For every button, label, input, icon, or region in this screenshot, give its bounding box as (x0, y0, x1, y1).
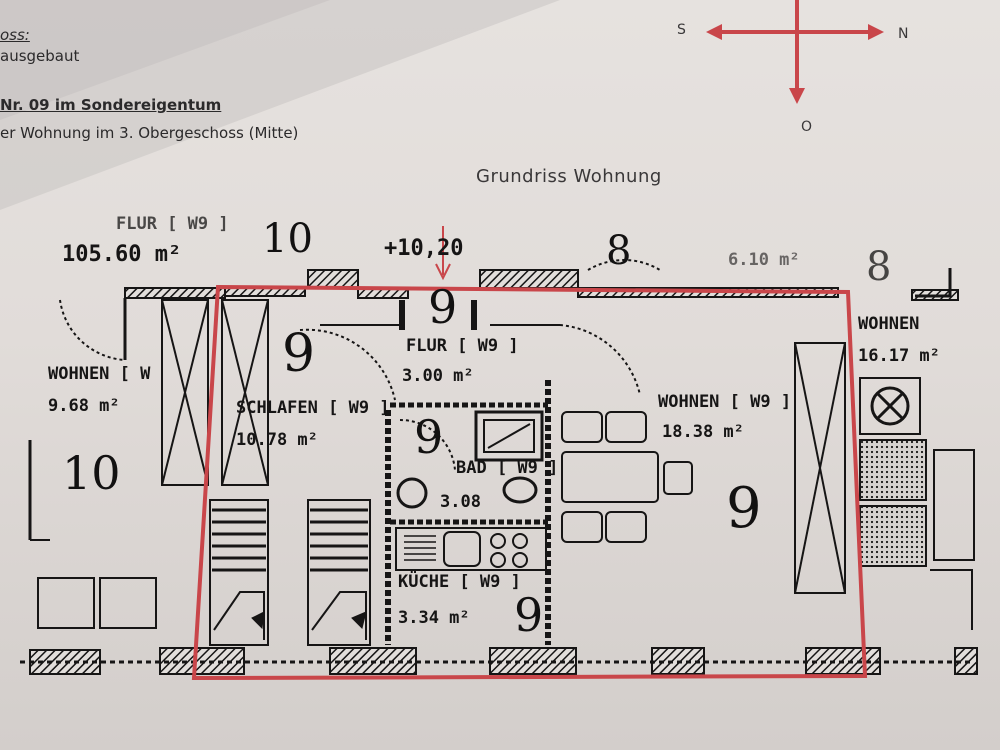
hand-nine-kueche: 9 (514, 588, 544, 642)
hand-nine-bad: 9 (414, 410, 444, 464)
hand-eight-top: 8 (606, 228, 632, 274)
label-kueche-area: 3.34 m² (398, 608, 470, 628)
label-schlafen: SCHLAFEN [ W9 ] (236, 398, 390, 418)
hand-nine-flur: 9 (428, 280, 458, 334)
hand-eight-right: 8 (866, 244, 892, 290)
hand-nine-schlafen: 9 (282, 324, 316, 384)
label-wohnen-right-area: 16.17 m² (858, 346, 940, 366)
highlight-outline (191, 284, 868, 681)
label-flur-top: FLUR [ W9 ] (116, 214, 229, 234)
compass-east: O (801, 119, 813, 135)
hand-ten-top: 10 (262, 216, 313, 262)
label-wohnen-main-area: 18.38 m² (662, 422, 744, 442)
label-bad: BAD [ W9 ] (456, 458, 559, 478)
label-flur: FLUR [ W9 ] (406, 336, 519, 356)
label-wohnen-main: WOHNEN [ W9 ] (658, 392, 792, 412)
header-line-1: oss: (0, 26, 30, 44)
header-line-2: ausgebaut (0, 47, 80, 65)
label-flur-area: 3.00 m² (402, 366, 474, 386)
label-area-left: 105.60 m² (62, 242, 182, 267)
plan-title: Grundriss Wohnung (476, 166, 662, 187)
header-line-3: Nr. 09 im Sondereigentum (0, 96, 222, 114)
hand-ten-left: 10 (62, 446, 121, 500)
walls (20, 259, 978, 675)
label-schlafen-area: 10.78 m² (236, 430, 318, 450)
label-wohnen-left: WOHNEN [ W (48, 364, 151, 384)
label-wohnen-left-area: 9.68 m² (48, 396, 120, 416)
label-wohnen-right: WOHNEN (858, 314, 920, 334)
label-area-right-top: 6.10 m² (728, 250, 800, 270)
hand-nine-wohnen: 9 (726, 476, 762, 541)
header-line-4: er Wohnung im 3. Obergeschoss (Mitte) (0, 124, 299, 142)
compass-north: N (898, 26, 909, 42)
label-bad-area: 3.08 (440, 492, 481, 512)
compass-south: S (677, 22, 686, 38)
label-level: +10,20 (384, 236, 464, 261)
label-kueche: KÜCHE [ W9 ] (398, 572, 521, 592)
